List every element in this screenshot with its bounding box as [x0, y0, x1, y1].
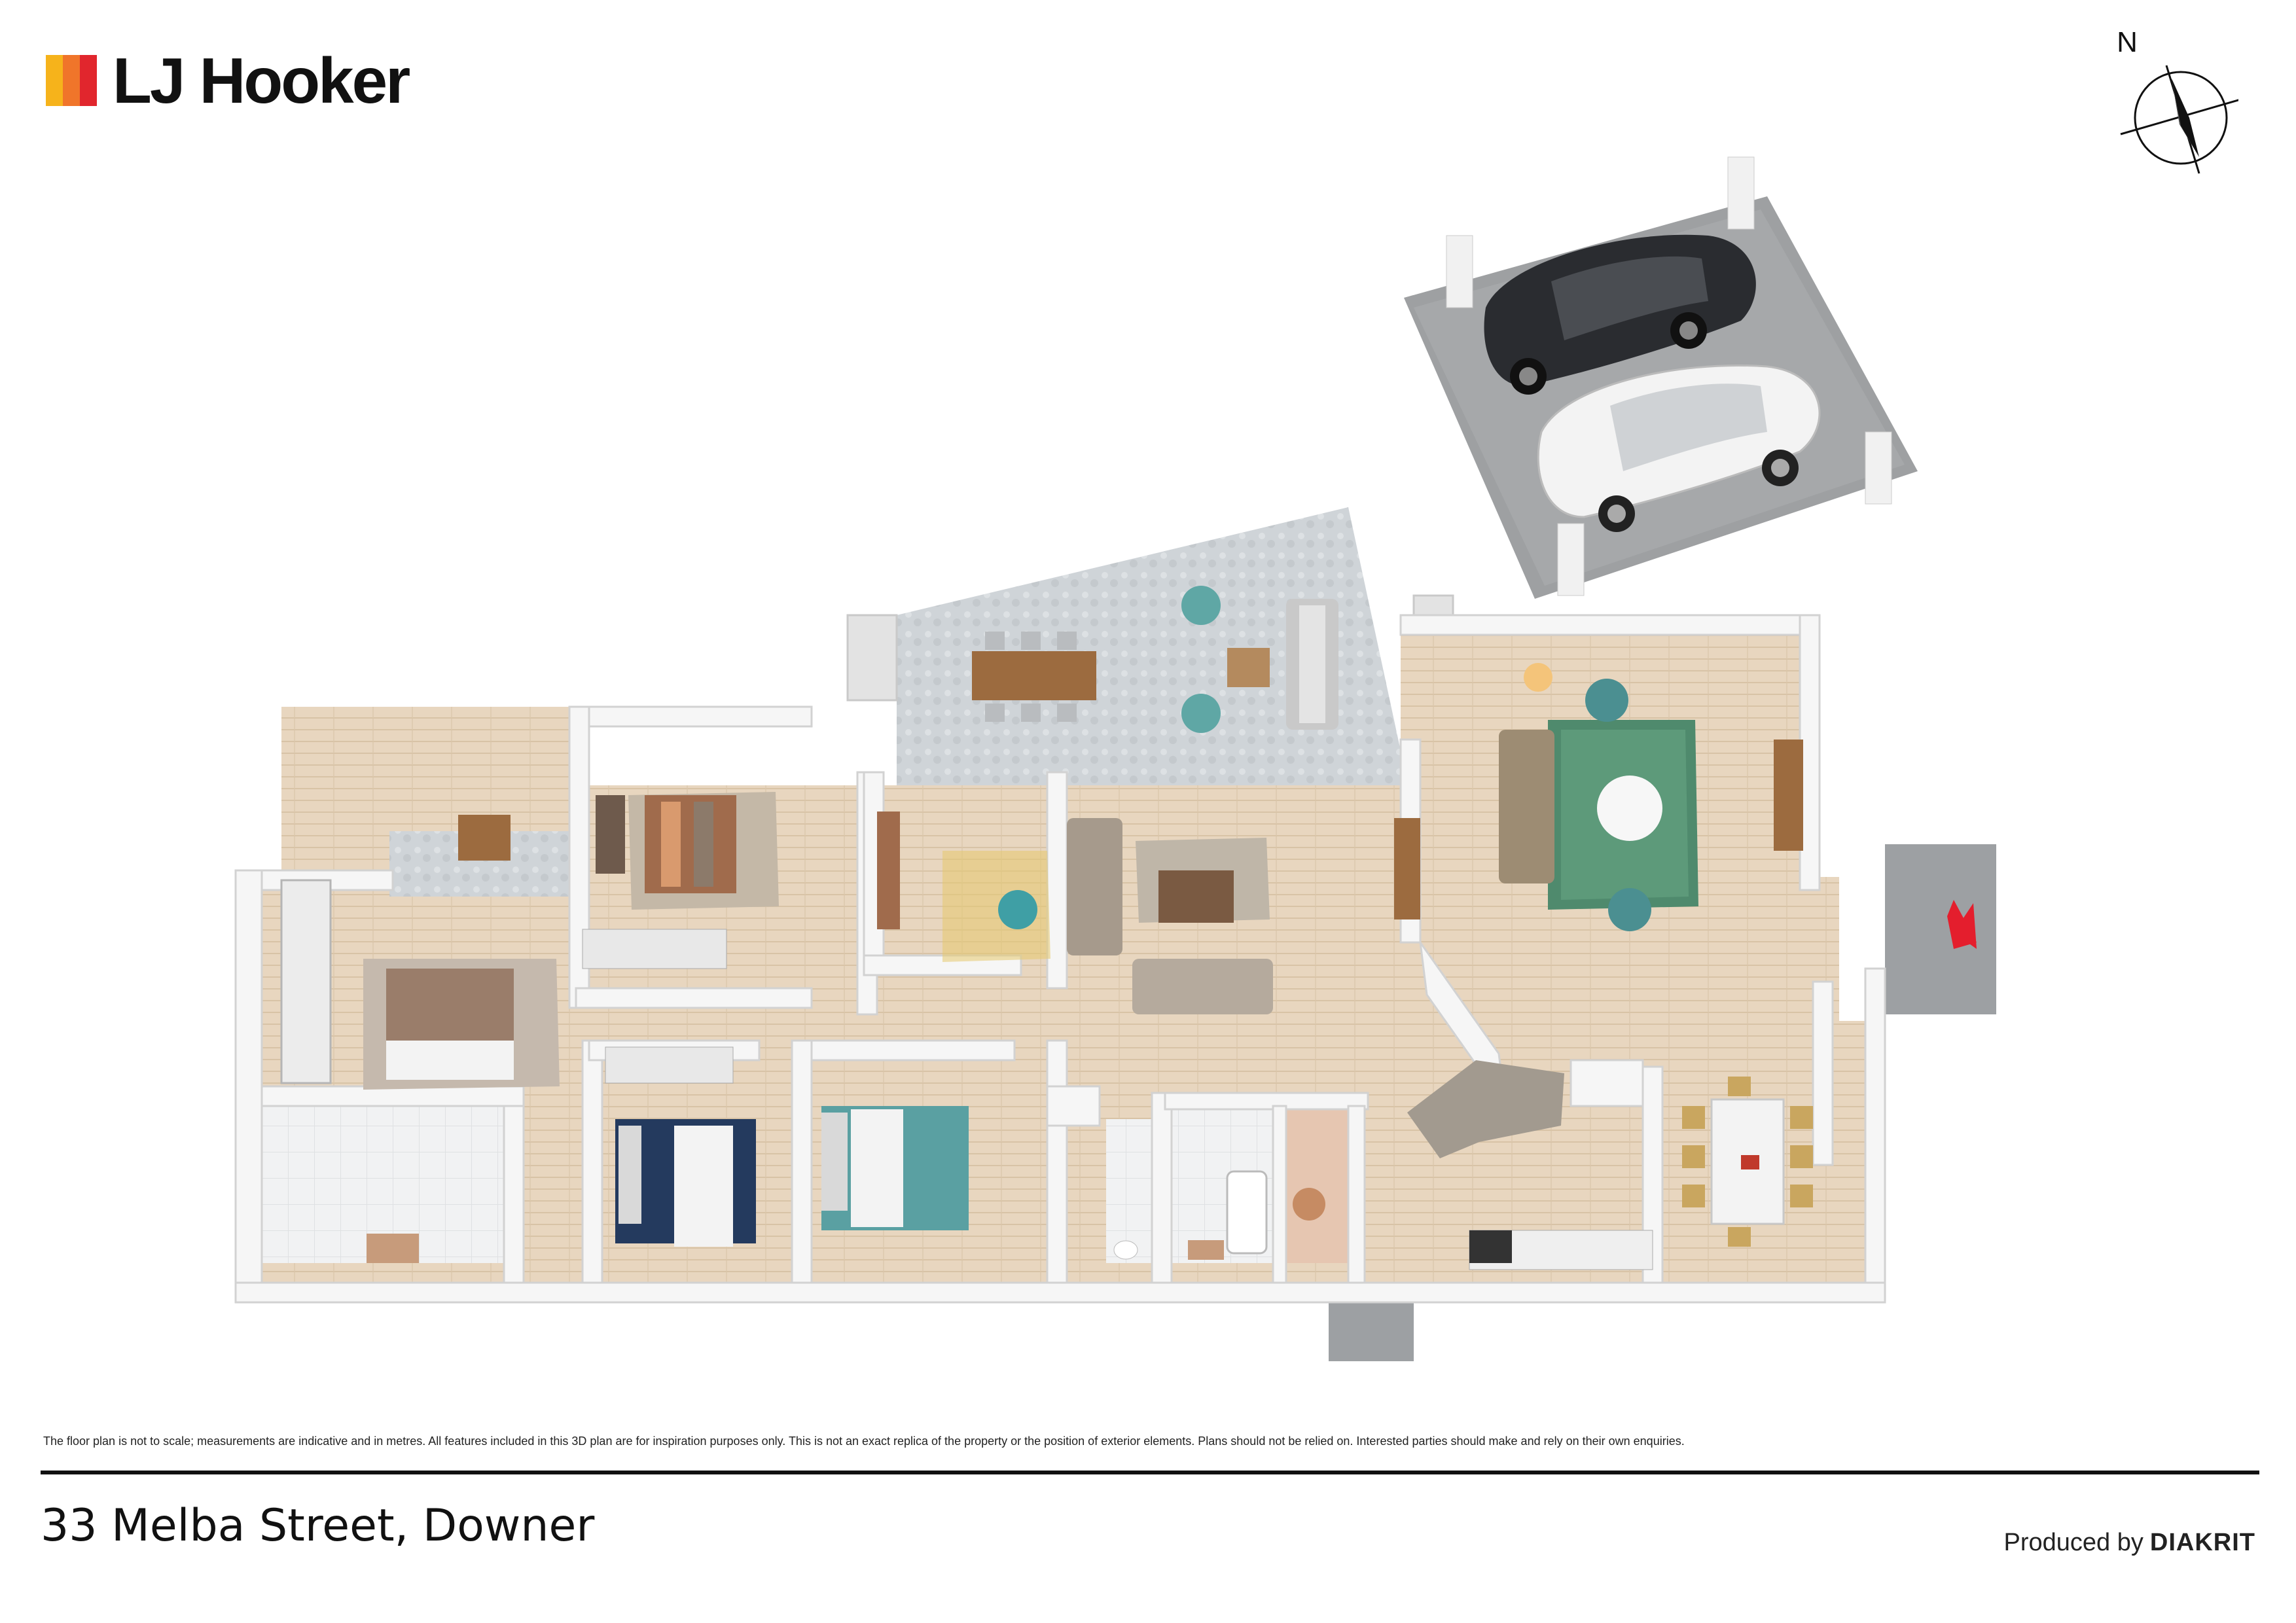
brand-logo: LJ Hooker [46, 45, 410, 116]
entry-porch [1885, 844, 1996, 1014]
compass-rose-icon [2120, 65, 2238, 174]
laundry [1280, 1106, 1352, 1263]
rug-icon [1561, 730, 1689, 900]
bed-icon [615, 1119, 756, 1247]
study [877, 812, 1050, 962]
alfresco-area [846, 507, 1454, 812]
dining-table-icon [458, 815, 511, 861]
sofa-icon [1181, 586, 1338, 733]
entry-arrow-icon [1954, 903, 1977, 949]
bedroom-4 [821, 1106, 969, 1230]
sofa-icon [1499, 679, 1651, 931]
walls [234, 614, 1886, 1304]
logo-text: LJ Hooker [113, 45, 410, 116]
side-step [1329, 1302, 1414, 1361]
property-address: 33 Melba Street, Downer [41, 1500, 595, 1552]
footer-divider [41, 1471, 2259, 1474]
car-icon [1537, 364, 1821, 532]
bed-icon [821, 1106, 969, 1230]
bedroom-2 [582, 792, 779, 969]
dining-table-icon [972, 632, 1096, 722]
kitchen [1407, 1060, 1653, 1270]
bath-icon [367, 1170, 1325, 1263]
sofa-icon [1067, 818, 1273, 1014]
compass-north-label: N [2117, 26, 2138, 58]
bed-icon [386, 969, 514, 1080]
master-bedroom [280, 879, 560, 1090]
garage [1404, 156, 1918, 599]
logo-mark-icon [46, 55, 97, 106]
living-room [1394, 663, 1803, 931]
family-room [1067, 818, 1273, 1014]
dining-table-icon [1682, 1077, 1813, 1247]
bedroom-3 [605, 1046, 756, 1247]
bed-icon [596, 795, 736, 893]
compass: N [2108, 26, 2238, 183]
floor-plan-render [234, 156, 1996, 1361]
diakrit-logo-text: DIAKRIT [2149, 1529, 2255, 1556]
car-icon [1484, 234, 1756, 395]
produced-prefix: Produced by [2003, 1529, 2144, 1556]
disclaimer-text: The floor plan is not to scale; measurem… [43, 1435, 1685, 1448]
